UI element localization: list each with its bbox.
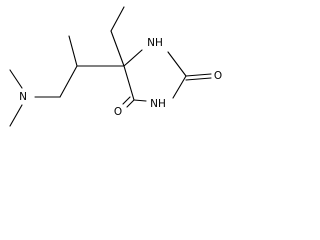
atom-label-o-right: O [214, 70, 222, 82]
bond-ethyl-ch3-ch2 [110, 6, 125, 32]
atom-label-o-bottom: O [114, 106, 122, 118]
bond-n-methyl-down [9, 104, 23, 127]
bond-c2-o-right-a [185, 73, 212, 77]
bond-c2-n3 [172, 75, 187, 99]
atom-label-nh-ring-top: NH [147, 37, 163, 49]
bond-ch-ch2 [59, 65, 78, 98]
molecule-svg: N NH NH O O [9, 6, 222, 127]
bond-c4-o-bottom-a [126, 99, 135, 108]
bond-ch-methyl [68, 35, 78, 67]
bond-n3-c4 [133, 99, 147, 102]
bond-c4-o-bottom-b [122, 96, 131, 105]
bond-c4-c5 [123, 65, 135, 101]
atom-label-nh-ring-bottom: NH [150, 98, 166, 110]
structure-diagram: N NH NH O O [0, 0, 230, 134]
bond-n-methyl-left [9, 69, 23, 89]
bond-ethyl-ch2-c5 [110, 30, 125, 67]
bond-n1-c2 [167, 51, 187, 77]
atom-label-n-dimethylamino: N [19, 91, 27, 103]
bond-c5-n1 [123, 49, 143, 67]
bond-c2-o-right-b [185, 77, 212, 81]
